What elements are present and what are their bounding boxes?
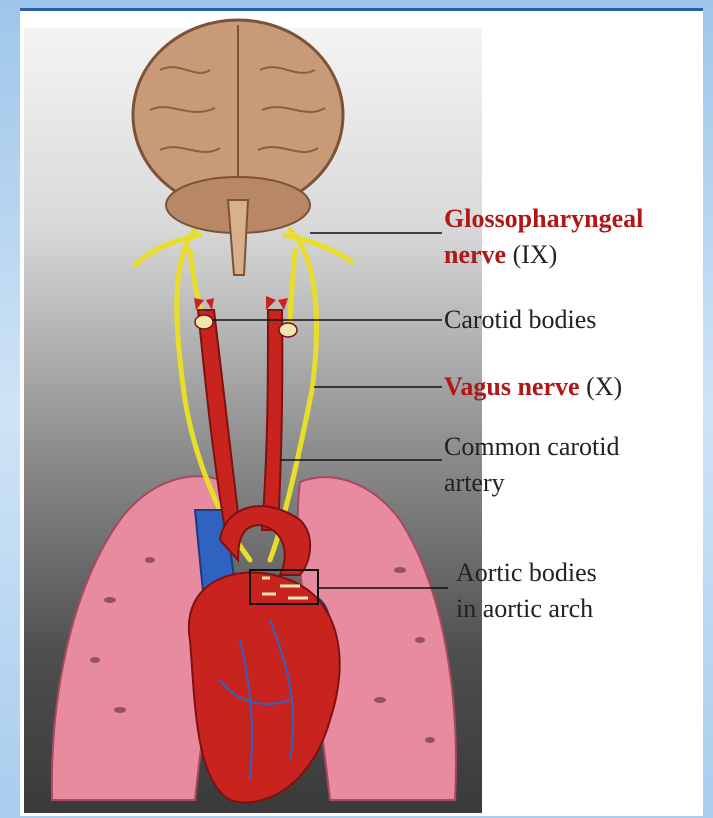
common-carotid-label-line2: artery bbox=[444, 468, 505, 498]
vagus-nerve-label: Vagus nerve (X) bbox=[444, 372, 622, 402]
brainstem bbox=[228, 200, 248, 275]
right-common-carotid bbox=[262, 310, 282, 530]
right-carotid-body bbox=[279, 323, 297, 337]
glossopharyngeal-label-line2: nerve (IX) bbox=[444, 240, 557, 270]
heart bbox=[189, 573, 340, 803]
aortic-bodies-label-line1: Aortic bodies bbox=[456, 558, 597, 588]
left-carotid-body bbox=[195, 315, 213, 329]
vagus-nerve-name: Vagus nerve bbox=[444, 372, 580, 401]
aortic-arch bbox=[220, 506, 310, 575]
carotid-bodies-label: Carotid bodies bbox=[444, 305, 596, 335]
aortic-bodies-label-line2: in aortic arch bbox=[456, 594, 593, 624]
glossopharyngeal-numeral: (IX) bbox=[513, 240, 558, 269]
common-carotid-label-line1: Common carotid bbox=[444, 432, 619, 462]
vagus-numeral: (X) bbox=[586, 372, 622, 401]
glossopharyngeal-label-line1: Glossopharyngeal bbox=[444, 204, 643, 234]
glossopharyngeal-nerve-word: nerve bbox=[444, 240, 506, 269]
